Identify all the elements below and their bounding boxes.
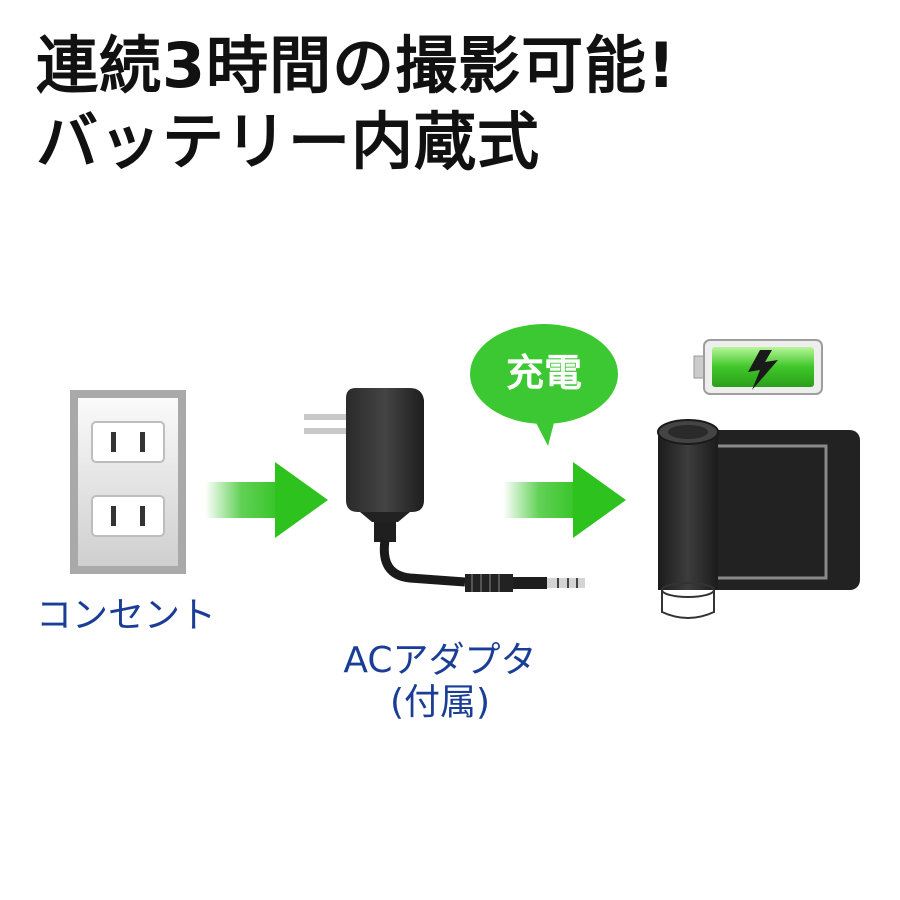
outlet-caption: コンセント bbox=[36, 595, 217, 636]
battery-full-icon bbox=[693, 339, 823, 395]
ac-adapter-icon bbox=[304, 388, 585, 592]
adapter-caption-line-1: ACアダプタ bbox=[343, 640, 537, 681]
adapter-caption-line-2: (付属) bbox=[389, 682, 491, 723]
headline-line-1: 連続3時間の撮影可能! bbox=[36, 29, 677, 102]
lightning-bolt-icon bbox=[748, 350, 778, 390]
camera-device-icon bbox=[657, 419, 860, 619]
headline-line-2: バッテリー内蔵式 bbox=[36, 105, 541, 178]
adapter-caption: ACアダプタ (付属) bbox=[300, 640, 580, 724]
arrow-right-icon bbox=[503, 462, 626, 538]
charge-label: 充電 bbox=[505, 351, 582, 395]
headline: 連続3時間の撮影可能! バッテリー内蔵式 bbox=[36, 28, 876, 180]
charge-bubble bbox=[470, 324, 618, 446]
wall-outlet-icon bbox=[70, 390, 186, 574]
arrow-right-icon bbox=[205, 462, 328, 538]
